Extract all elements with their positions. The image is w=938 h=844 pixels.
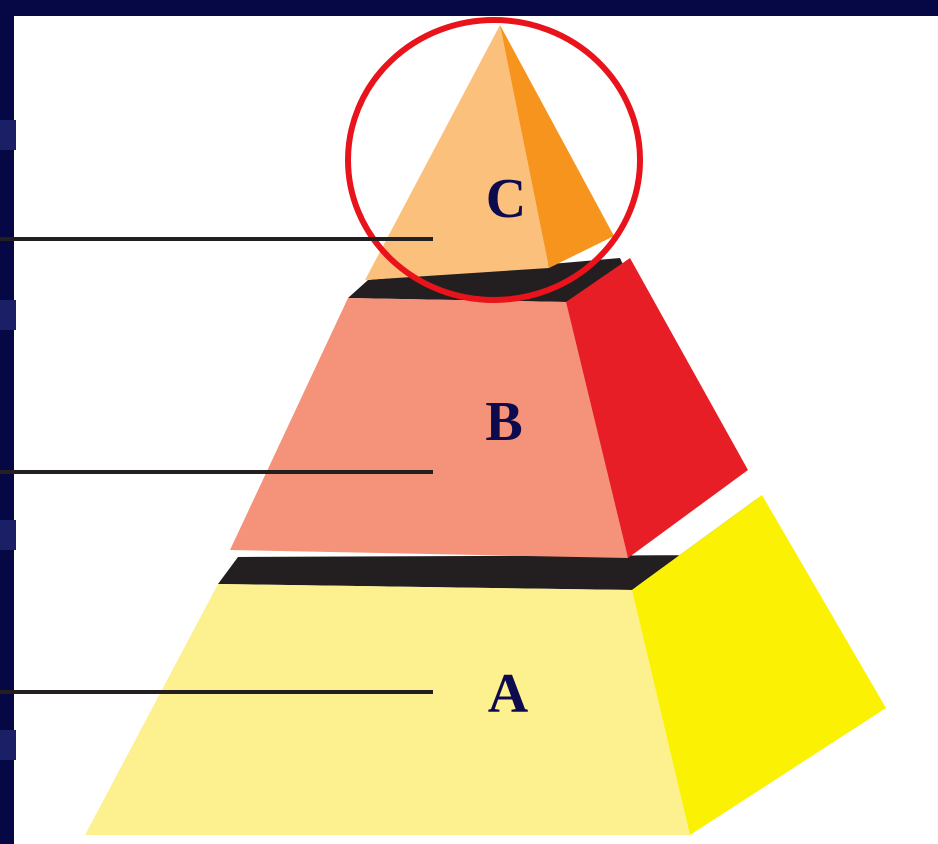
- tier-b-side-face: [566, 258, 748, 558]
- left-border-notch: [0, 520, 16, 550]
- tier-b-label: B: [485, 391, 522, 453]
- tier-a-side-face: [632, 495, 886, 835]
- left-border-notch: [0, 730, 16, 760]
- highlight-circle: [345, 17, 643, 303]
- left-border: [0, 0, 14, 844]
- top-border: [0, 0, 938, 16]
- tier-b-top-gap: [348, 258, 630, 302]
- tier-c-label: C: [486, 168, 526, 230]
- left-border-notch: [0, 120, 16, 150]
- tier-a-top-gap: [218, 498, 758, 590]
- tier-a: A: [85, 495, 886, 835]
- tier-a-front-face: [85, 584, 690, 835]
- tier-c: C: [365, 25, 614, 280]
- tier-b: B: [230, 258, 748, 558]
- tier-c-side-face: [500, 25, 614, 268]
- tier-a-label: A: [488, 663, 529, 725]
- tier-c-front-face: [365, 25, 549, 280]
- left-border-notch: [0, 300, 16, 330]
- tier-b-front-face: [230, 298, 628, 558]
